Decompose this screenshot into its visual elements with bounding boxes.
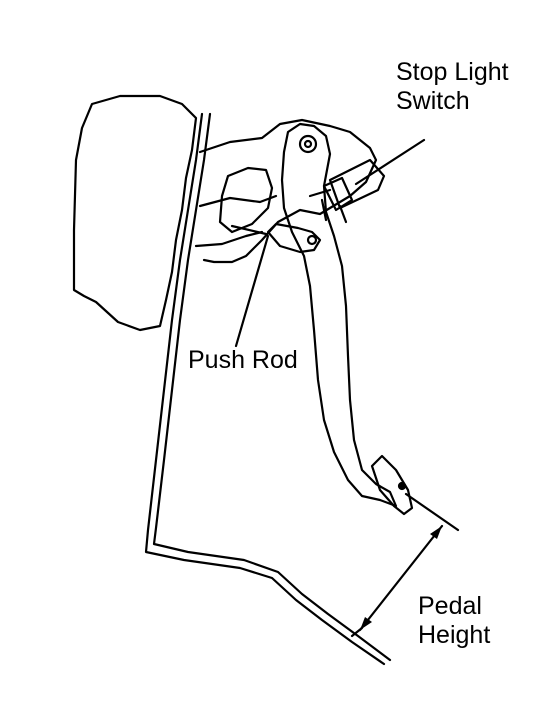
switch-clip (322, 200, 346, 222)
pedal-pivot-center (305, 141, 311, 147)
brake-booster (74, 96, 196, 330)
push-rod-leader (236, 236, 268, 346)
bracket-edge-lower (196, 232, 262, 246)
push-rod-label: Push Rod (188, 346, 298, 374)
stop-light-switch-label-line1: Stop Light (396, 58, 509, 86)
pedal-bracket (200, 120, 376, 262)
firewall-panel-inner (154, 114, 390, 660)
pedal-height-label-line2: Height (418, 621, 491, 649)
clevis-pin (308, 236, 316, 244)
pedal-height-label-line1: Pedal (418, 592, 482, 620)
pedal-height-label: Pedal Height (418, 592, 490, 650)
stop-light-switch-label: Stop Light Switch (396, 58, 509, 116)
stop-light-switch-label-line2: Switch (396, 87, 470, 115)
bracket-edge (200, 196, 276, 206)
stop-light-leader (356, 140, 424, 184)
pedal-height-extension-top (406, 494, 458, 530)
pedal-pivot (300, 136, 316, 152)
pedal-arm (282, 124, 396, 506)
push-rod-clevis (268, 224, 320, 252)
pedal-height-arrowhead-top (430, 526, 442, 539)
stop-light-switch-body (330, 160, 384, 208)
pedal-pad (372, 456, 412, 514)
pedal-pad-point (399, 483, 405, 489)
bracket-cutout (220, 168, 272, 232)
push-rod (232, 226, 266, 234)
stop-light-switch-nut (324, 178, 352, 210)
switch-plunger (310, 190, 330, 196)
pedal-height-arrowhead-bottom (360, 617, 372, 630)
firewall-panel (146, 114, 384, 664)
pedal-height-dimension-line (360, 526, 442, 630)
